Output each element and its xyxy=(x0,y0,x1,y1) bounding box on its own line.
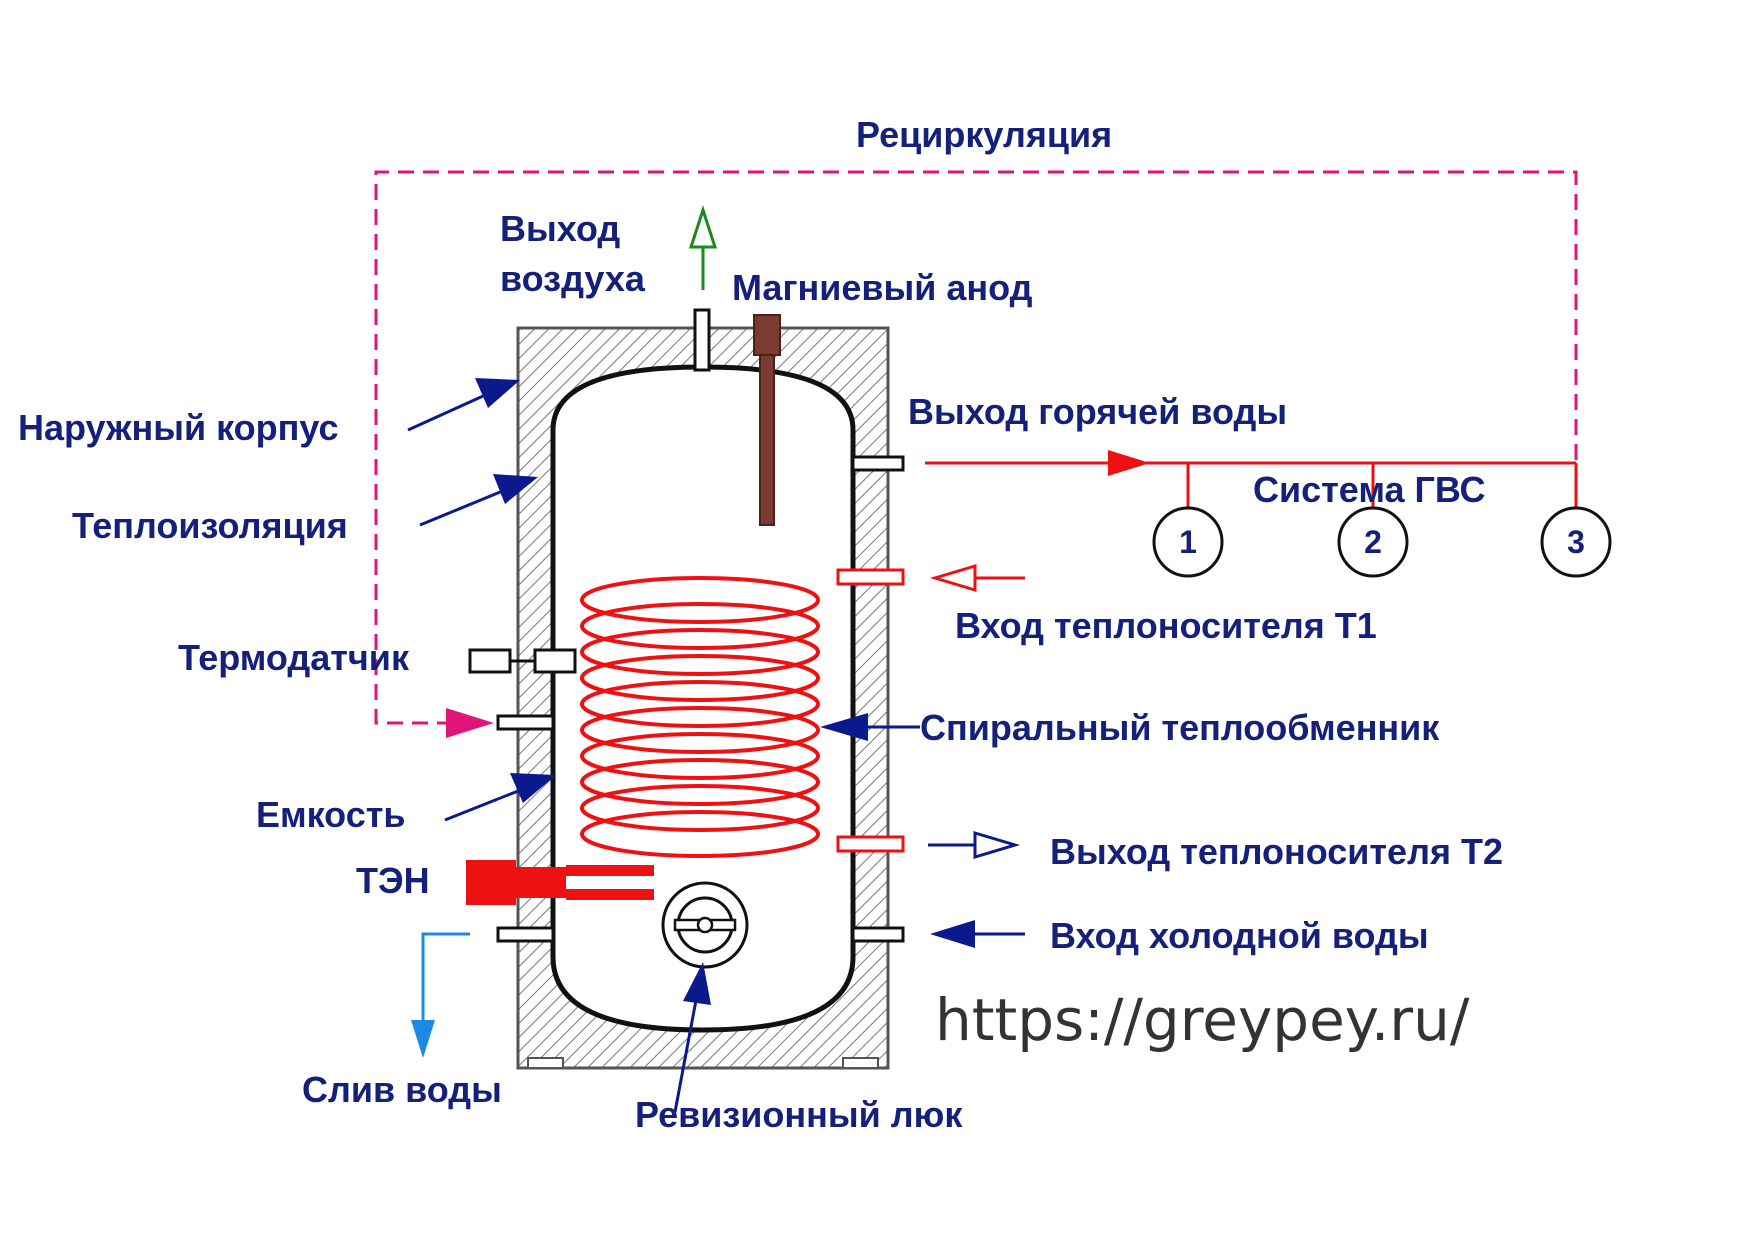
watermark-url: https://greypey.ru/ xyxy=(935,986,1470,1054)
hot-water-outlet-pipe xyxy=(851,455,905,472)
coil-loop xyxy=(580,628,820,676)
recirculation-arrow xyxy=(446,708,494,738)
coil-loop xyxy=(580,576,820,624)
coil-loop xyxy=(580,758,820,806)
recirculation-label: Рециркуляция xyxy=(856,114,1112,155)
thermal-insulation-label: Теплоизоляция xyxy=(72,505,348,546)
water-drain-label: Слив воды xyxy=(302,1069,502,1110)
dhw-system-label: Система ГВС xyxy=(1253,469,1486,510)
coil-loop xyxy=(580,810,820,858)
coil-loop xyxy=(580,654,820,702)
cold-water-inlet-pipe xyxy=(851,926,905,943)
air-outlet-label-line2: воздуха xyxy=(500,258,646,299)
spiral-heat-exchanger xyxy=(580,576,820,858)
coil-loop xyxy=(580,732,820,780)
coil-loop xyxy=(580,680,820,728)
spiral-heat-exchanger-label: Спиральный теплообменник xyxy=(920,707,1440,748)
thermosensor-label: Термодатчик xyxy=(178,637,410,678)
air-outlet-pipe xyxy=(688,205,718,372)
air-outlet-label-line1: Выход xyxy=(500,208,620,249)
consumer-1: 1 xyxy=(1152,506,1224,578)
cold-water-inlet-label: Вход холодной воды xyxy=(1050,915,1429,956)
outer-casing-label: Наружный корпус xyxy=(18,407,339,448)
leader-arrows xyxy=(407,378,920,1113)
inspection-hatch-label: Ревизионный люк xyxy=(635,1094,963,1135)
recirculation-inlet-pipe xyxy=(496,714,555,731)
hot-water-outlet-label: Выход горячей воды xyxy=(908,391,1287,432)
coolant-inlet-arrow xyxy=(929,563,977,593)
recirculation-line xyxy=(374,170,1578,725)
inspection-hatch xyxy=(661,881,749,969)
coil-outlet-pipe xyxy=(836,835,905,853)
heating-element-shape xyxy=(466,860,654,905)
coil-loop xyxy=(580,602,820,650)
coolant-outlet-t2-label: Выход теплоносителя Т2 xyxy=(1050,831,1503,872)
heating-element-label: ТЭН xyxy=(356,860,430,901)
coolant-inlet-t1-label: Вход теплоносителя Т1 xyxy=(955,605,1377,646)
consumer-3-number: 3 xyxy=(1567,524,1585,560)
coil-loop xyxy=(580,706,820,754)
consumer-2-number: 2 xyxy=(1364,524,1382,560)
coolant-outlet-arrow xyxy=(973,830,1021,860)
hot-water-arrow xyxy=(1108,450,1150,476)
drain-arrow xyxy=(411,1020,435,1058)
drain-pipe xyxy=(496,926,555,943)
consumer-1-number: 1 xyxy=(1179,524,1197,560)
thermosensor-probe xyxy=(468,648,577,674)
magnesium-anode xyxy=(753,314,781,526)
magnesium-anode-label: Магниевый анод xyxy=(732,267,1033,308)
coil-loop xyxy=(580,784,820,832)
consumer-2: 2 xyxy=(1337,506,1409,578)
cold-water-arrow xyxy=(930,920,975,948)
consumer-3: 3 xyxy=(1540,506,1612,578)
tank-label: Емкость xyxy=(256,794,405,835)
drain-line xyxy=(421,932,470,1025)
air-outlet-arrow xyxy=(688,205,718,249)
coil-inlet-pipe xyxy=(836,568,905,586)
